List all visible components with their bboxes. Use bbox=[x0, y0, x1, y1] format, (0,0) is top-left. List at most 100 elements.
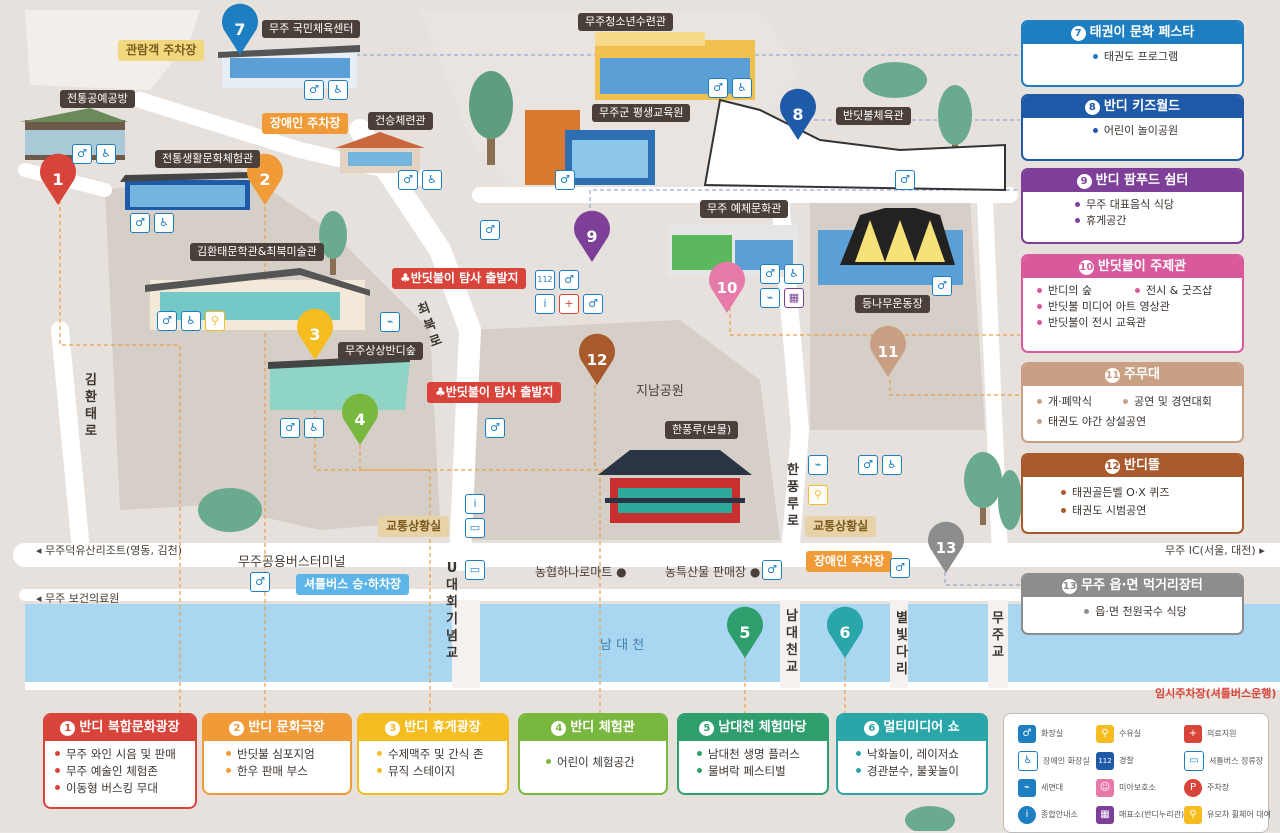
program-10-item-2: 전시 & 굿즈샵 bbox=[1146, 284, 1213, 297]
shuttle-stop-icon[interactable]: ▭ bbox=[465, 518, 485, 538]
program-9-item-1: 무주 대표음식 식당 bbox=[1086, 198, 1174, 211]
accessible-restroom-icon[interactable]: ♿ bbox=[181, 311, 201, 331]
accessible-restroom-icon[interactable]: ♿ bbox=[784, 264, 804, 284]
washbasin-icon[interactable]: ⌁ bbox=[380, 312, 400, 332]
washbasin-icon[interactable]: ⌁ bbox=[760, 288, 780, 308]
restroom-icon[interactable]: ♂ bbox=[708, 78, 728, 98]
restroom-icon[interactable]: ♂ bbox=[858, 455, 878, 475]
nursing-room-icon[interactable]: ♂ bbox=[559, 270, 579, 290]
ticket-icon[interactable]: ▦ bbox=[784, 288, 804, 308]
program-8-item: 어린이 놀이공원 bbox=[1103, 124, 1179, 137]
tag-firefly-start-2[interactable]: ♣반딧불이 탐사 출발지 bbox=[427, 382, 562, 403]
restroom-icon[interactable]: ♂ bbox=[72, 144, 92, 164]
legend-washbasin: ⌁세면대 bbox=[1018, 778, 1063, 798]
restroom-icon[interactable]: ♂ bbox=[762, 560, 782, 580]
washbasin-icon[interactable]: ⌁ bbox=[808, 455, 828, 475]
zone-2-num: 2 bbox=[229, 721, 245, 736]
program-12-title: 반디뜰 bbox=[1124, 458, 1160, 473]
tag-traffic-info-1[interactable]: 교통상황실 bbox=[378, 516, 450, 537]
zone-6-title: 멀티미디어 쇼 bbox=[883, 720, 960, 735]
accessible-restroom-icon[interactable]: ♿ bbox=[422, 170, 442, 190]
tag-firefly-start-1[interactable]: ♣반딧불이 탐사 출발지 bbox=[392, 268, 527, 289]
restroom-icon[interactable]: ♂ bbox=[130, 213, 150, 233]
shuttle-stop-icon[interactable]: ▭ bbox=[465, 560, 485, 580]
zone-5-item-1: 남대천 생명 플러스 bbox=[708, 747, 800, 761]
label-culture-arts: 무주 예체문화관 bbox=[700, 200, 789, 218]
zone-4-item-1: 어린이 체험공간 bbox=[557, 755, 635, 769]
info-icon[interactable]: i bbox=[535, 294, 555, 314]
restroom-icon[interactable]: ♂ bbox=[890, 558, 910, 578]
svg-text:2: 2 bbox=[259, 170, 270, 189]
restroom-icon[interactable]: ♂ bbox=[480, 220, 500, 240]
restroom-icon[interactable]: ♂ bbox=[398, 170, 418, 190]
legend-nursing: ⚲수유실 bbox=[1096, 724, 1141, 744]
label-geonseung: 건승체련관 bbox=[368, 112, 433, 130]
accessible-restroom-icon[interactable]: ♿ bbox=[96, 144, 116, 164]
svg-text:13: 13 bbox=[936, 539, 957, 557]
legend-ticket: ▦매표소(반디누리관) bbox=[1096, 805, 1184, 825]
accessible-restroom-icon[interactable]: ♿ bbox=[328, 80, 348, 100]
restroom-icon[interactable]: ♂ bbox=[304, 80, 324, 100]
label-edu-center: 무주군 평생교육원 bbox=[592, 104, 691, 122]
label-hanpung: 한풍루(보물) bbox=[665, 421, 739, 439]
accessible-restroom-icon[interactable]: ♿ bbox=[732, 78, 752, 98]
program-9-title: 반디 팜푸드 쉼터 bbox=[1095, 173, 1189, 188]
road-label-east: 무주 IC(서울, 대전) ▸ bbox=[1165, 544, 1265, 557]
medical-icon[interactable]: + bbox=[559, 294, 579, 314]
road-label-west2: ◂ 무주 보건의료원 bbox=[36, 592, 120, 605]
pin-8: 8 bbox=[780, 88, 817, 140]
place-river: 남 대 천 bbox=[600, 638, 645, 653]
zone-1-item-3: 이동형 버스킹 무대 bbox=[66, 781, 158, 795]
program-7-num: 7 bbox=[1070, 26, 1086, 41]
restroom-icon[interactable]: ♂ bbox=[895, 170, 915, 190]
accessible-restroom-icon[interactable]: ♿ bbox=[882, 455, 902, 475]
zone-5-item-2: 물벼락 페스티벌 bbox=[708, 764, 786, 778]
pin-4: 4 bbox=[342, 393, 378, 445]
accessible-restroom-icon[interactable]: ♿ bbox=[304, 418, 324, 438]
svg-text:4: 4 bbox=[354, 410, 365, 429]
road-choebuk bbox=[349, 119, 482, 571]
info-icon: i bbox=[1018, 805, 1036, 824]
tag-shuttle[interactable]: 셔틀버스 승·하차장 bbox=[296, 574, 410, 595]
tag-disabled-parking-2[interactable]: 장애인 주차장 bbox=[806, 551, 893, 572]
restroom-icon[interactable]: ♂ bbox=[760, 264, 780, 284]
tag-traffic-info-2[interactable]: 교통상황실 bbox=[805, 516, 877, 537]
pin-1: 1 bbox=[40, 153, 76, 205]
nursing-room-icon: ⚲ bbox=[1096, 724, 1114, 743]
stroller-icon[interactable]: ⚲ bbox=[808, 485, 828, 505]
restroom-icon[interactable]: ♂ bbox=[250, 572, 270, 592]
zone-4-num: 4 bbox=[551, 721, 567, 736]
restroom-icon[interactable]: ♂ bbox=[485, 418, 505, 438]
info-icon[interactable]: i bbox=[465, 494, 485, 514]
pin-7: 7 bbox=[222, 3, 258, 55]
program-11-item-2: 공연 및 경연대회 bbox=[1134, 395, 1212, 408]
restroom-icon[interactable]: ♂ bbox=[583, 294, 603, 314]
restroom-icon[interactable]: ♂ bbox=[555, 170, 575, 190]
label-traditional-craft: 전통공예공방 bbox=[60, 90, 135, 108]
tag-spectator-parking[interactable]: 관람객 주차장 bbox=[118, 40, 205, 61]
nursing-room-icon[interactable]: ⚲ bbox=[205, 311, 225, 331]
label-firefly-gym: 반딧불체육관 bbox=[836, 107, 911, 125]
accessible-restroom-icon[interactable]: ♿ bbox=[154, 213, 174, 233]
tag-disabled-parking-1[interactable]: 장애인 주차장 bbox=[262, 113, 349, 134]
program-10-item-3: 반딧불 미디어 아트 영상관 bbox=[1048, 300, 1170, 313]
restroom-icon[interactable]: ♂ bbox=[280, 418, 300, 438]
police-icon[interactable]: 112 bbox=[535, 270, 555, 290]
program-7-item: 태권도 프로그램 bbox=[1103, 50, 1179, 63]
restroom-icon[interactable]: ♂ bbox=[932, 276, 952, 296]
label-dungna: 등나무운동장 bbox=[855, 295, 930, 313]
restroom-icon[interactable]: ♂ bbox=[157, 311, 177, 331]
